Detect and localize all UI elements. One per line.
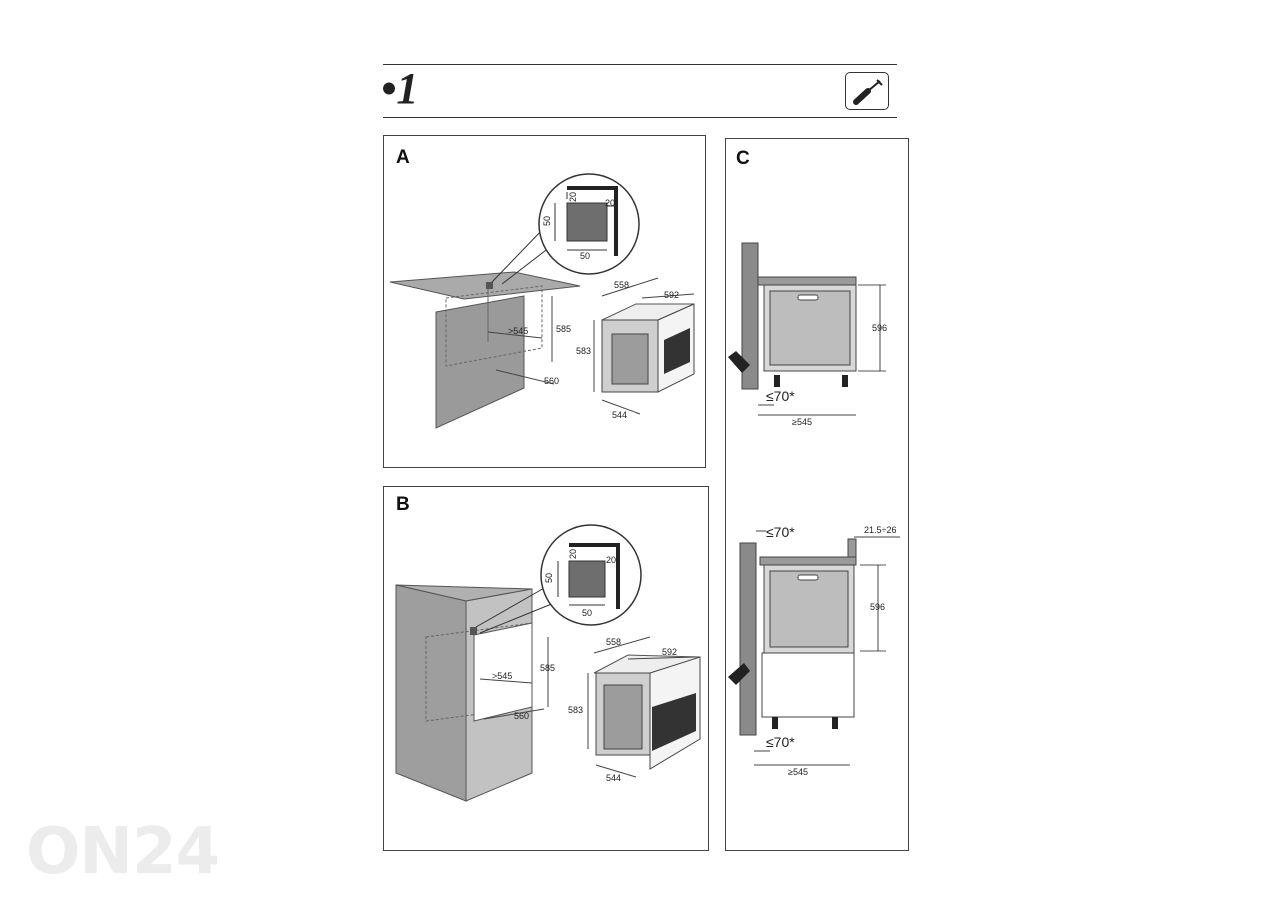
- panel-b-cabinet-depth: >545: [492, 671, 512, 681]
- panel-b-label: B: [396, 494, 410, 515]
- panel-a-cabinet-height: 585: [556, 324, 571, 334]
- panel-a-cabinet-depth: >545: [508, 326, 528, 336]
- panel-c-top-gap: ≤70*: [766, 388, 795, 404]
- panel-a-oven-depth: 558: [614, 280, 629, 290]
- screwdriver-icon: [845, 72, 889, 110]
- panel-a-cabinet-width: 560: [544, 376, 559, 386]
- panel-b-drawing: 20 20 50 50 >545 585 560 558 592 583 544: [395, 524, 701, 802]
- panel-c-bottom-height: 596: [870, 602, 885, 612]
- panel-c-top-depth: ≥545: [792, 417, 812, 427]
- header-bottom-rule: [383, 117, 897, 118]
- panel-c-top-height: 596: [872, 323, 887, 333]
- panel-c-bottom-depth: ≥545: [788, 767, 808, 777]
- panel-c: C 596 ≤70* ≥545 596 ≤70* 21.5÷26: [725, 138, 909, 851]
- panel-a-drawing: 20 20 50 50 >545 585 560 558 592 583 544: [389, 173, 695, 429]
- header-top-rule: [383, 64, 897, 65]
- panel-a-oven-height: 583: [576, 346, 591, 356]
- panel-b-cabinet-width: 560: [514, 711, 529, 721]
- panel-a-label: A: [396, 147, 410, 168]
- panel-c-label: C: [736, 148, 750, 169]
- panel-a-detail-height: 50: [542, 216, 552, 226]
- panel-a-detail-width: 50: [580, 251, 590, 261]
- panel-c-bottom-side: 21.5÷26: [864, 525, 896, 535]
- step-number: •1: [381, 64, 419, 113]
- panel-a: A 20 20 50 50 >545 585 560: [383, 135, 706, 468]
- panel-b-oven-depth: 558: [606, 637, 621, 647]
- panel-c-drawing: 596 ≤70* ≥545 596 ≤70* 21.5÷26 ≤70* ≥545: [728, 242, 900, 777]
- panel-a-detail-top: 20: [568, 192, 578, 202]
- panel-c-bottom-gap-bottom: ≤70*: [766, 734, 795, 750]
- panel-a-oven-base: 544: [612, 410, 627, 420]
- panel-b-detail-width: 50: [582, 608, 592, 618]
- panel-b-oven-base: 544: [606, 773, 621, 783]
- panel-b: B 20 20 50 50 >545 585 560 558: [383, 486, 709, 851]
- panel-b-oven-height: 583: [568, 705, 583, 715]
- panel-b-cabinet-height: 585: [540, 663, 555, 673]
- watermark-logo: ON24: [26, 815, 220, 889]
- panel-b-oven-width: 592: [662, 647, 677, 657]
- panel-b-detail-right: 20: [606, 555, 616, 565]
- panel-a-detail-right: 20: [605, 198, 615, 208]
- panel-c-bottom-gap-top: ≤70*: [766, 524, 795, 540]
- panel-b-detail-height: 50: [544, 573, 554, 583]
- panel-b-detail-top: 20: [568, 549, 578, 559]
- panel-a-oven-width: 592: [664, 290, 679, 300]
